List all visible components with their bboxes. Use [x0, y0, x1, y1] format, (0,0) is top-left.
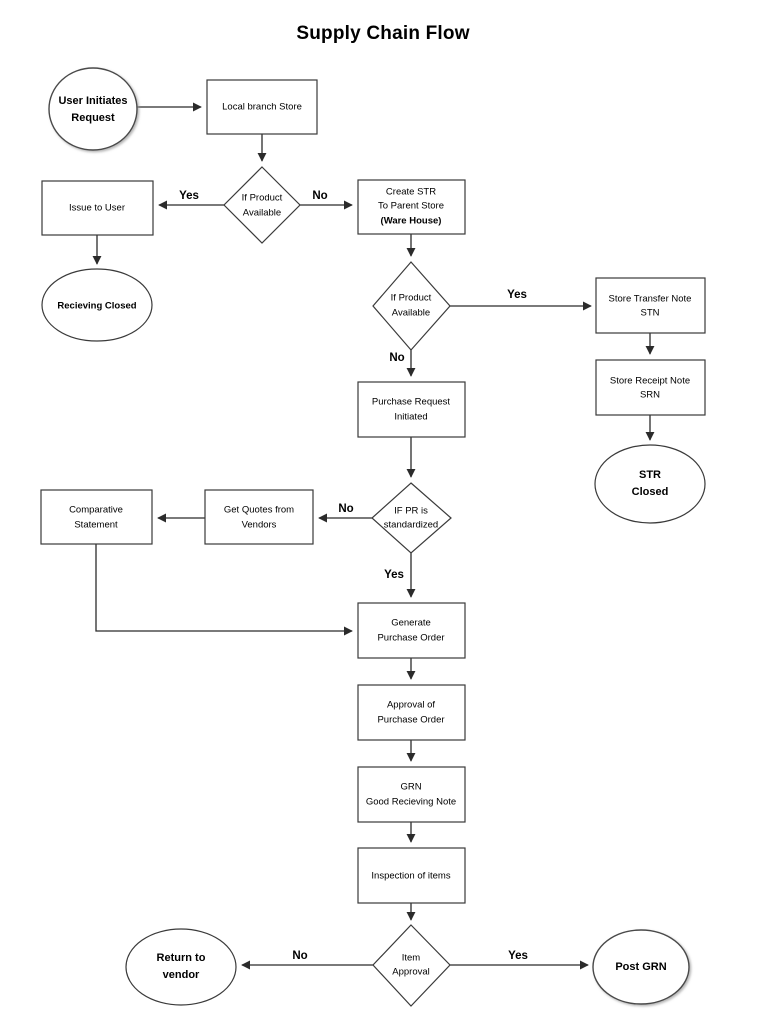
get-quotes-shape[interactable] [204, 489, 314, 545]
edge-label-item-approval-yes: Yes [508, 950, 528, 962]
node-grn[interactable]: GRN Good Recieving Note [357, 766, 466, 823]
approval-of-purchase-order-shape[interactable] [357, 684, 466, 741]
user-initiates-request-shape[interactable] [48, 67, 138, 151]
node-recieving-closed[interactable]: Recieving Closed [41, 268, 153, 342]
node-approval-of-purchase-order[interactable]: Approval of Purchase Order [357, 684, 466, 741]
node-store-transfer-note[interactable]: Store Transfer Note STN [595, 277, 706, 334]
if-product-available-1-shape[interactable] [223, 166, 301, 244]
create-str-shape[interactable] [357, 179, 466, 235]
str-closed-line1: STR [639, 469, 661, 481]
return-to-vendor-shape[interactable] [125, 928, 237, 1006]
generate-po-line1: Generate [391, 618, 431, 629]
node-return-to-vendor[interactable]: Return to vendor [125, 928, 237, 1006]
grn-line1: GRN [400, 782, 421, 793]
edge-label-decision1-yes: Yes [179, 190, 199, 202]
local-branch-store-label: Local branch Store [222, 102, 302, 113]
issue-to-user-shape[interactable] [41, 180, 154, 236]
edge-label-item-approval-no: No [292, 950, 307, 962]
create-str-line3: (Ware House) [381, 216, 442, 227]
item-approval-shape[interactable] [372, 924, 451, 1007]
if-product-available-2-line1: If Product [391, 293, 432, 304]
str-closed-shape[interactable] [594, 444, 706, 524]
node-create-str[interactable]: Create STR To Parent Store (Ware House) [357, 179, 466, 235]
pr-standardized-line1: IF PR is [394, 506, 428, 517]
edge-layer [92, 102, 655, 970]
comparative-statement-shape[interactable] [40, 489, 153, 545]
local-branch-store-shape[interactable] [206, 79, 318, 135]
node-purchase-request-initiated[interactable]: Purchase Request Initiated [357, 381, 466, 438]
node-if-pr-is-standardized[interactable]: IF PR is standardized [371, 482, 452, 554]
store-transfer-note-shape[interactable] [595, 277, 706, 334]
inspection-of-items-shape[interactable] [357, 847, 466, 904]
generate-purchase-order-shape[interactable] [357, 602, 466, 659]
issue-to-user-label: Issue to User [69, 203, 125, 214]
node-if-product-available-1[interactable]: If Product Available [223, 166, 301, 244]
return-to-vendor-line2: vendor [163, 969, 200, 981]
item-approval-line1: Item [402, 953, 421, 964]
comparative-statement-line2: Statement [74, 520, 118, 531]
store-receipt-note-line2: SRN [640, 390, 660, 401]
if-product-available-1-line1: If Product [242, 193, 283, 204]
recieving-closed-shape[interactable] [41, 268, 153, 342]
get-quotes-line1: Get Quotes from [224, 505, 294, 516]
return-to-vendor-line1: Return to [157, 952, 206, 964]
post-grn-shape[interactable] [592, 929, 690, 1005]
store-transfer-note-line1: Store Transfer Note [609, 294, 692, 305]
node-str-closed[interactable]: STR Closed [594, 444, 706, 524]
inspection-of-items-label: Inspection of items [371, 871, 450, 882]
recieving-closed-label: Recieving Closed [57, 301, 136, 312]
user-initiates-request-line2: Request [71, 112, 115, 124]
post-grn-label: Post GRN [615, 961, 666, 973]
edge-label-decision1-no: No [312, 190, 327, 202]
node-inspection-of-items[interactable]: Inspection of items [357, 847, 466, 904]
node-generate-purchase-order[interactable]: Generate Purchase Order [357, 602, 466, 659]
get-quotes-line2: Vendors [242, 520, 277, 531]
store-receipt-note-line1: Store Receipt Note [610, 376, 690, 387]
edge-label-pr-standardized-no: No [338, 503, 353, 515]
grn-shape[interactable] [357, 766, 466, 823]
node-local-branch-store[interactable]: Local branch Store [206, 79, 318, 135]
purchase-request-line1: Purchase Request [372, 397, 451, 408]
approval-po-line2: Purchase Order [377, 715, 444, 726]
node-comparative-statement[interactable]: Comparative Statement [40, 489, 153, 545]
node-user-initiates-request[interactable]: User Initiates Request [48, 67, 138, 151]
comparative-statement-line1: Comparative [69, 505, 123, 516]
if-pr-is-standardized-shape[interactable] [371, 482, 452, 554]
approval-po-line1: Approval of [387, 700, 435, 711]
grn-line2: Good Recieving Note [366, 797, 456, 808]
str-closed-line2: Closed [632, 486, 669, 498]
node-item-approval[interactable]: Item Approval [372, 924, 451, 1007]
edge-label-layer: Yes No Yes No No Yes No Yes [179, 190, 528, 962]
purchase-request-line2: Initiated [394, 412, 427, 423]
edge-label-pr-standardized-yes: Yes [384, 569, 404, 581]
node-store-receipt-note[interactable]: Store Receipt Note SRN [595, 359, 706, 416]
if-product-available-2-shape[interactable] [372, 261, 451, 351]
store-receipt-note-shape[interactable] [595, 359, 706, 416]
store-transfer-note-line2: STN [641, 308, 660, 319]
node-post-grn[interactable]: Post GRN [592, 929, 690, 1005]
node-get-quotes-from-vendors[interactable]: Get Quotes from Vendors [204, 489, 314, 545]
if-product-available-1-line2: Available [243, 208, 281, 219]
create-str-line2: To Parent Store [378, 201, 444, 212]
edge-label-decision2-no: No [389, 352, 404, 364]
edge-comparative-statement-to-generate-po [95, 544, 353, 636]
user-initiates-request-line1: User Initiates [58, 95, 127, 107]
pr-standardized-line2: standardized [384, 520, 438, 531]
edge-label-decision2-yes: Yes [507, 289, 527, 301]
item-approval-line2: Approval [392, 967, 430, 978]
purchase-request-initiated-shape[interactable] [357, 381, 466, 438]
create-str-line1: Create STR [386, 187, 436, 198]
node-if-product-available-2[interactable]: If Product Available [372, 261, 451, 351]
if-product-available-2-line2: Available [392, 308, 430, 319]
generate-po-line2: Purchase Order [377, 633, 444, 644]
page-title: Supply Chain Flow [296, 23, 469, 44]
node-issue-to-user[interactable]: Issue to User [41, 180, 154, 236]
